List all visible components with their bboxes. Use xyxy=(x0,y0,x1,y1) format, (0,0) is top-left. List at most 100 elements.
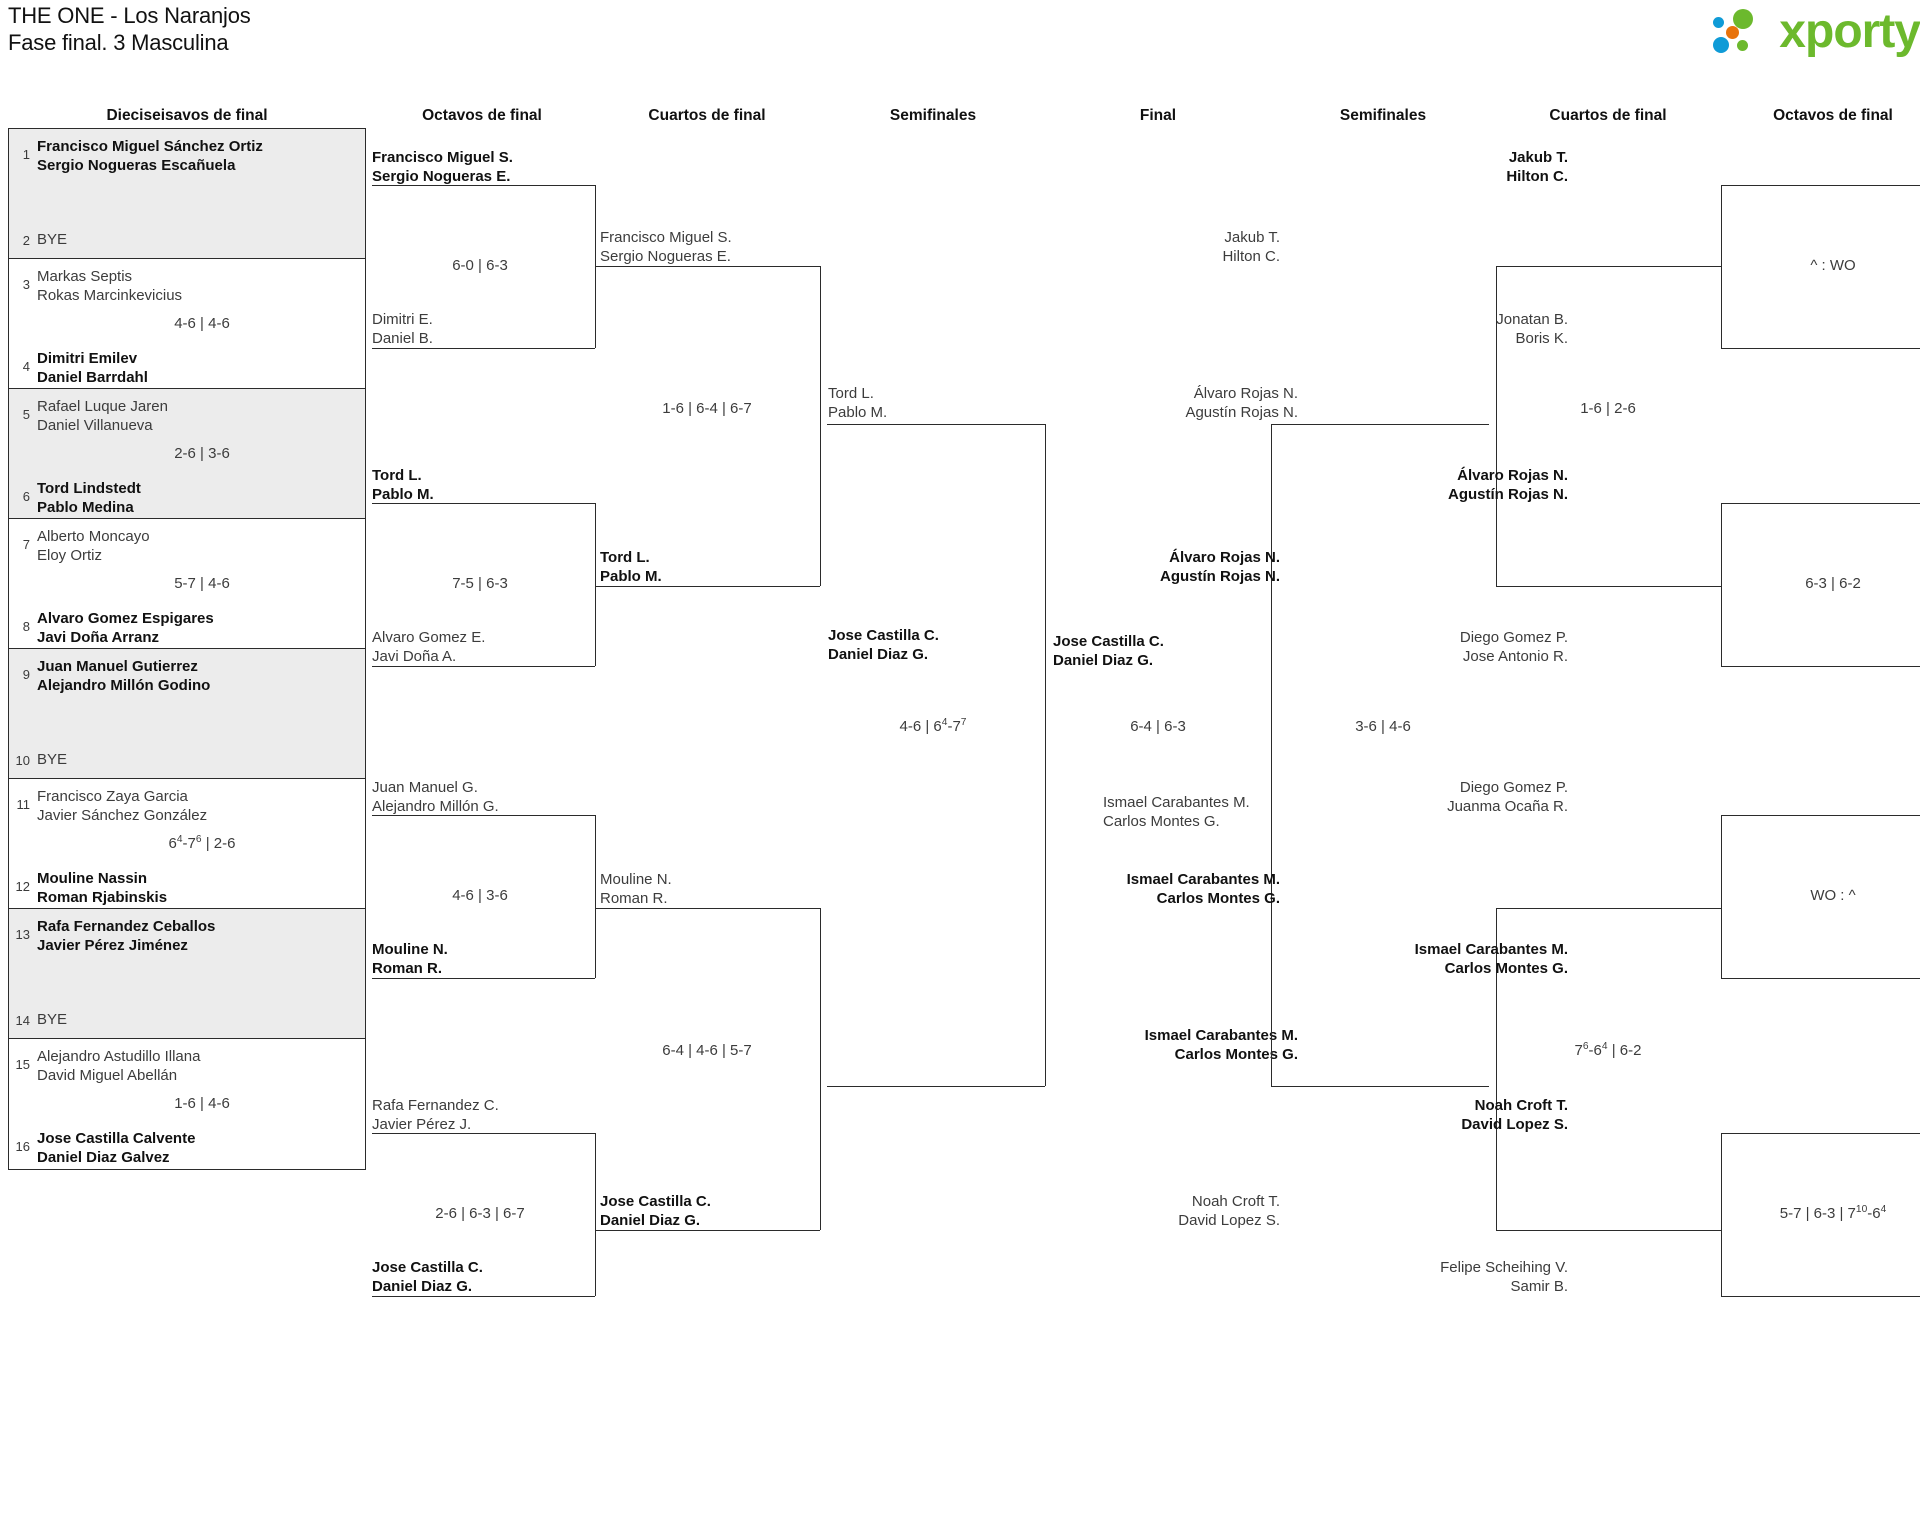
cuartos-left-score: 1-6 | 6-4 | 6-7 xyxy=(662,400,752,417)
octavos-right-score: 6-3 | 6-2 xyxy=(1805,574,1861,592)
logo-wordmark: xporty xyxy=(1779,5,1920,58)
title-line-1: THE ONE - Los Naranjos xyxy=(8,3,251,28)
seed-match-score: 2-6 | 3-6 xyxy=(174,445,230,462)
octavos-left-names: Mouline N.Roman R. xyxy=(372,941,448,977)
semis-right-names: Ismael Carabantes M.Carlos Montes G. xyxy=(1144,1027,1298,1063)
bracket-connector-stub xyxy=(1721,185,1920,186)
bracket-connector-stub xyxy=(1721,815,1920,816)
octavos-left-score: 7-5 | 6-3 xyxy=(452,574,508,592)
octavos-right-names: Jonatan B.Boris K. xyxy=(1496,311,1568,347)
bye-label: BYE xyxy=(37,1011,68,1028)
seed-number: 4 xyxy=(22,359,30,374)
octavos-left-score: 2-6 | 6-3 | 6-7 xyxy=(435,1204,525,1222)
bye-label: BYE xyxy=(37,751,68,768)
bracket-connector-stub xyxy=(1721,666,1920,667)
bracket-connector-stub xyxy=(372,185,595,186)
seed-match-score: 5-7 | 4-6 xyxy=(174,575,230,592)
bracket-connector-stub xyxy=(372,1133,595,1134)
title-line-2: Fase final. 3 Masculina xyxy=(8,30,229,55)
page-title: THE ONE - Los Naranjos Fase final. 3 Mas… xyxy=(8,2,251,56)
seed-number: 12 xyxy=(15,879,30,894)
bracket-connector-stub xyxy=(1721,1296,1920,1297)
octavos-right-names: Diego Gomez P.Jose Antonio R. xyxy=(1459,629,1568,665)
final-runnerup-names: Ismael Carabantes M.Carlos Montes G. xyxy=(1103,794,1250,830)
seed-number: 16 xyxy=(15,1139,30,1154)
seed-number: 11 xyxy=(16,797,31,812)
semis-left-names: Jose Castilla C.Daniel Diaz G. xyxy=(828,627,939,663)
octavos-left-score: 4-6 | 3-6 xyxy=(452,886,508,904)
final-winner-names: Jose Castilla C.Daniel Diaz G. xyxy=(1053,633,1164,669)
octavos-right-names: Felipe Scheihing V.Samir B. xyxy=(1440,1259,1568,1295)
octavos-right-score: 5-7 | 6-3 | 710-64 xyxy=(1779,1203,1887,1222)
final-score: 6-4 | 6-3 xyxy=(1130,718,1186,735)
cuartos-left-names: Tord L.Pablo M. xyxy=(600,549,662,585)
cuartos-left-score: 6-4 | 4-6 | 5-7 xyxy=(662,1042,752,1059)
seed-number: 10 xyxy=(15,753,30,768)
semis-left-bracket xyxy=(1045,424,1046,1086)
octavos-left-bracket xyxy=(595,1133,596,1296)
seed-number: 5 xyxy=(22,407,30,422)
octavos-left-names: Tord L.Pablo M. xyxy=(372,467,434,503)
seed-number: 6 xyxy=(22,489,30,504)
cuartos-left-names: Francisco Miguel S.Sergio Nogueras E. xyxy=(600,229,732,265)
semis-right-bracket xyxy=(1271,424,1272,1086)
bracket-connector-stub xyxy=(372,978,595,979)
octavos-right-names: Ismael Carabantes M.Carlos Montes G. xyxy=(1414,941,1568,977)
octavos-left-bracket xyxy=(595,815,596,978)
bracket-connector-stub xyxy=(1496,1230,1721,1231)
seed-number: 15 xyxy=(15,1057,30,1072)
bracket-connector-stub xyxy=(372,815,595,816)
octavos-right-names: Diego Gomez P.Juanma Ocaña R. xyxy=(1447,779,1568,815)
octavos-right-names: Jakub T.Hilton C. xyxy=(1506,149,1568,185)
bracket-connector-stub xyxy=(827,1086,1045,1087)
seed-number: 2 xyxy=(22,233,30,248)
seed-match-score: 4-6 | 4-6 xyxy=(174,315,230,332)
cuartos-right-score: 1-6 | 2-6 xyxy=(1580,400,1636,417)
octavos-left-score: 6-0 | 6-3 xyxy=(452,256,508,274)
bracket-connector-stub xyxy=(1721,348,1920,349)
round-heading-0: Dieciseisavos de final xyxy=(106,107,268,124)
bracket-connector-stub xyxy=(1496,908,1721,909)
xporty-logo: xporty xyxy=(1713,4,1920,60)
seed-match-score: 64-76 | 2-6 xyxy=(168,834,236,852)
bracket-connector-stub xyxy=(1271,424,1489,425)
bracket-connector-stub xyxy=(827,424,1045,425)
cuartos-left-names: Jose Castilla C.Daniel Diaz G. xyxy=(600,1193,711,1229)
octavos-left-names: Jose Castilla C.Daniel Diaz G. xyxy=(372,1259,483,1295)
bracket-connector-stub xyxy=(595,586,820,587)
octavos-left-names: Alvaro Gomez E.Javi Doña A. xyxy=(372,629,486,665)
round-heading-2: Cuartos de final xyxy=(648,107,766,124)
bracket-connector-stub xyxy=(372,503,595,504)
bracket-connector-stub xyxy=(372,348,595,349)
round-heading-6: Cuartos de final xyxy=(1549,107,1667,124)
cuartos-left-bracket xyxy=(820,908,821,1230)
octavos-right-names: Noah Croft T.David Lopez S. xyxy=(1461,1097,1568,1133)
octavos-left-names: Francisco Miguel S.Sergio Nogueras E. xyxy=(372,149,513,185)
octavos-right-bracket xyxy=(1721,1133,1722,1296)
bracket-connector-stub xyxy=(595,266,820,267)
bracket-connector-stub xyxy=(1496,266,1721,267)
octavos-left-names: Rafa Fernandez C.Javier Pérez J. xyxy=(372,1097,499,1133)
octavos-left-names: Dimitri E.Daniel B. xyxy=(372,311,433,347)
cuartos-right-names: Álvaro Rojas N.Agustín Rojas N. xyxy=(1159,549,1280,585)
semis-left-names: Tord L.Pablo M. xyxy=(828,385,888,421)
round-heading-7: Octavos de final xyxy=(1773,107,1893,124)
